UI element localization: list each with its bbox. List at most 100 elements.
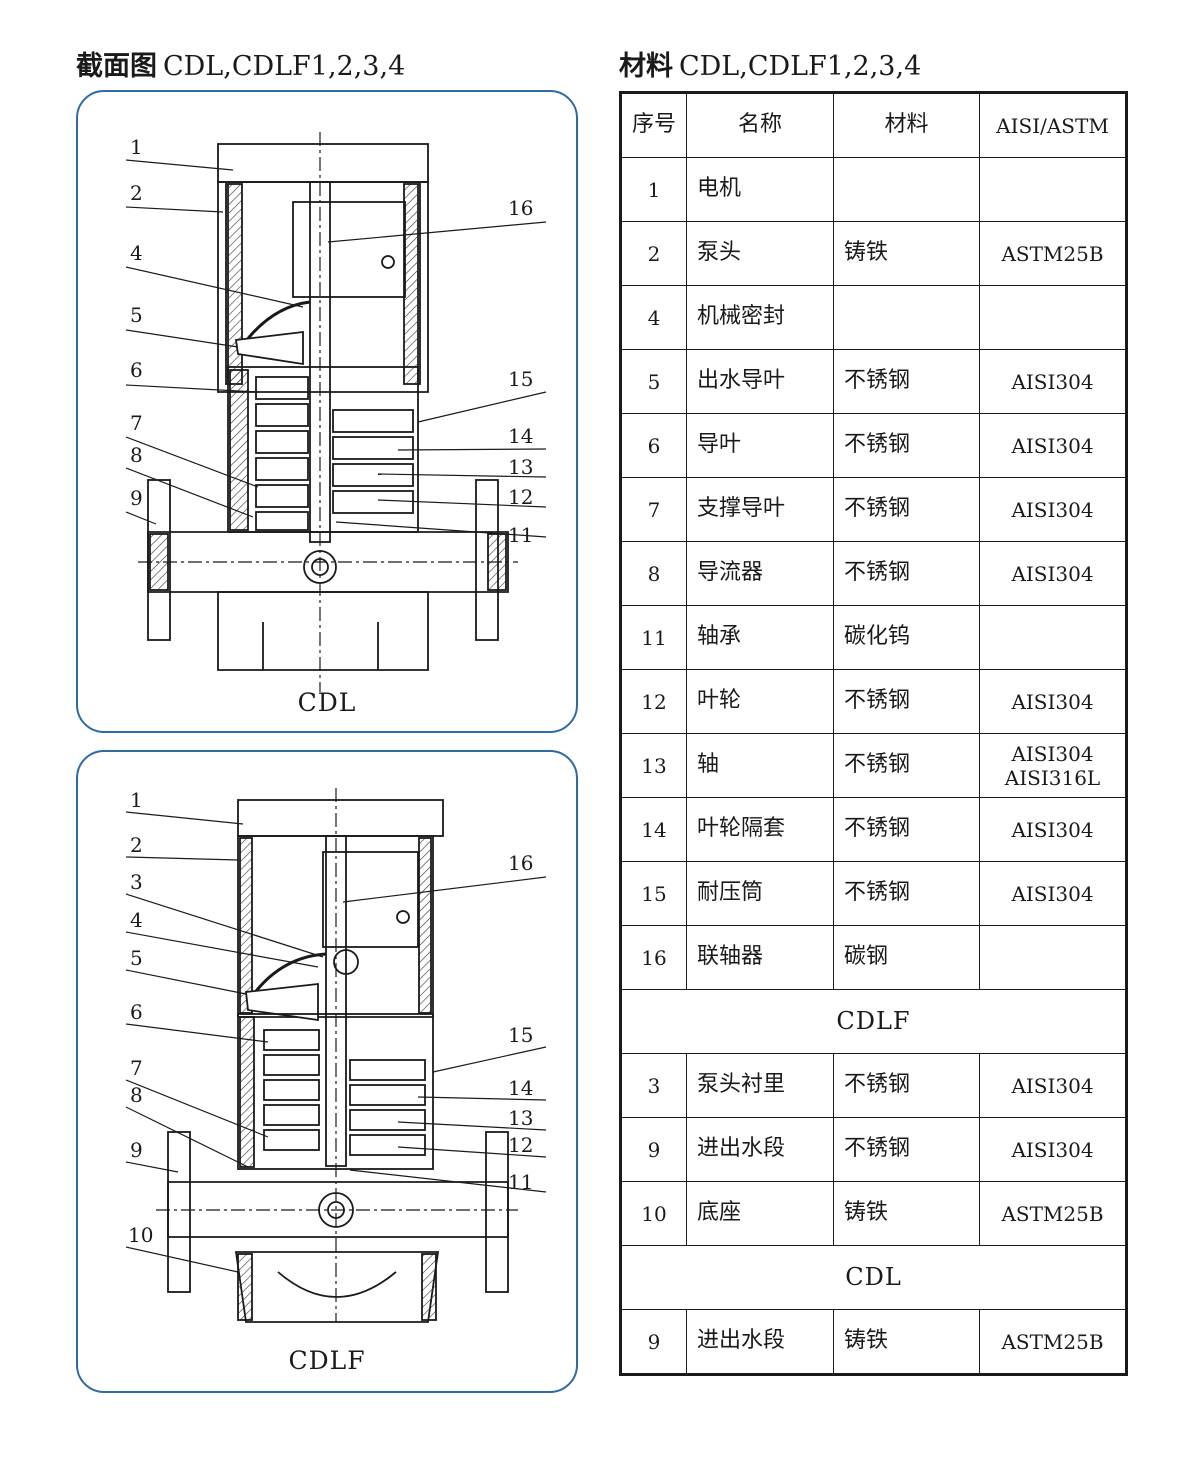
cdlf-label-11: 11: [508, 1170, 533, 1194]
row-name: 导流器: [686, 541, 834, 606]
cdlf-caption: CDLF: [288, 1346, 366, 1375]
row-standard: ASTM25B: [979, 1309, 1127, 1375]
row-no: 7: [620, 477, 687, 542]
cdlf-label-9: 9: [130, 1138, 143, 1162]
cdlf-label-12: 12: [508, 1133, 533, 1157]
impeller-stack: [263, 1029, 426, 1156]
header-standard: AISI/ASTM: [979, 92, 1127, 158]
row-material: 铸铁: [833, 221, 980, 286]
row-no: 13: [620, 733, 687, 798]
row-standard: AISI304: [979, 861, 1127, 926]
cdl-label-6: 6: [130, 358, 143, 382]
bearing: [318, 1192, 354, 1228]
cdlf-cross-section: 1 2 3 4 5 6 7 8 9 10 16 15 14 13 12 11: [125, 788, 547, 1323]
row-no: 3: [620, 1053, 687, 1118]
shaft: [309, 181, 331, 543]
row-name: 泵头: [686, 221, 834, 286]
header-name: 名称: [686, 92, 834, 158]
section-heading-models: CDL,CDLF1,2,3,4: [163, 51, 406, 82]
row-name: 叶轮隔套: [686, 797, 834, 862]
cdl-label-13: 13: [508, 455, 533, 479]
materials-heading-models: CDL,CDLF1,2,3,4: [679, 51, 922, 82]
row-material: 铸铁: [833, 1309, 980, 1375]
row-name: 进出水段: [686, 1117, 834, 1182]
motor: [237, 799, 444, 837]
row-name: 耐压筒: [686, 861, 834, 926]
row-material: [833, 157, 980, 222]
cdl-label-9: 9: [130, 486, 143, 510]
cdl-label-8: 8: [130, 443, 143, 467]
row-standard: AISI304: [979, 349, 1127, 414]
cdlf-label-5: 5: [130, 946, 143, 970]
row-name: 进出水段: [686, 1309, 834, 1375]
row-standard-line1: AISI304: [1011, 741, 1094, 766]
cdlf-label-2: 2: [130, 833, 143, 857]
materials-heading-title: 材料: [619, 51, 673, 82]
row-material: 不锈钢: [833, 541, 980, 606]
cdl-label-14: 14: [508, 424, 533, 448]
row-name: 联轴器: [686, 925, 834, 990]
cdlf-label-14: 14: [508, 1076, 533, 1100]
row-no: 9: [620, 1117, 687, 1182]
row-no: 5: [620, 349, 687, 414]
row-standard-line2: AISI316L: [1004, 765, 1101, 790]
row-material: 不锈钢: [833, 413, 980, 478]
cdl-caption: CDL: [297, 688, 357, 717]
row-standard: AISI304: [979, 669, 1127, 734]
cdl-diagram-panel: 1 2 4 5 6 7 8 9 16 15 14 13 12 11 CDL: [76, 90, 578, 733]
row-standard: AISI304: [979, 541, 1127, 606]
table-header-row: 序号 名称 材料 AISI/ASTM: [620, 92, 1127, 158]
pump-head: [217, 181, 429, 393]
cdlf-label-16: 16: [508, 851, 533, 875]
section-heading-title: 截面图: [76, 51, 157, 82]
row-standard: [979, 157, 1127, 222]
row-standard: ASTM25B: [979, 1181, 1127, 1246]
base: [217, 591, 429, 671]
row-name: 底座: [686, 1181, 834, 1246]
row-material: 铸铁: [833, 1181, 980, 1246]
row-name: 支撑导叶: [686, 477, 834, 542]
row-standard: AISI304: [979, 1117, 1127, 1182]
row-material: 不锈钢: [833, 669, 980, 734]
row-standard: [979, 605, 1127, 670]
cdl-section-title: CDL: [620, 1245, 1127, 1310]
inlet-flange: [147, 479, 171, 641]
cdlf-label-1: 1: [130, 788, 143, 812]
row-no: 9: [620, 1309, 687, 1375]
row-no: 4: [620, 285, 687, 350]
row-standard: AISI304: [979, 413, 1127, 478]
cdlf-label-6: 6: [130, 1000, 143, 1024]
cdlf-label-10: 10: [128, 1223, 153, 1247]
row-no: 11: [620, 605, 687, 670]
row-standard: [979, 285, 1127, 350]
bearing: [303, 550, 337, 584]
row-material: [833, 285, 980, 350]
row-material: 不锈钢: [833, 861, 980, 926]
row-name: 电机: [686, 157, 834, 222]
cdl-label-2: 2: [130, 181, 143, 205]
row-no: 8: [620, 541, 687, 606]
row-no: 1: [620, 157, 687, 222]
row-no: 6: [620, 413, 687, 478]
row-name: 泵头衬里: [686, 1053, 834, 1118]
row-material: 碳钢: [833, 925, 980, 990]
row-material: 不锈钢: [833, 1117, 980, 1182]
outlet-flange: [485, 1131, 509, 1293]
row-standard: AISI304: [979, 477, 1127, 542]
cdlf-label-3: 3: [130, 870, 143, 894]
row-material: 不锈钢: [833, 1053, 980, 1118]
row-standard: AISI304: [979, 1053, 1127, 1118]
outlet-flange: [475, 479, 499, 641]
row-name: 导叶: [686, 413, 834, 478]
